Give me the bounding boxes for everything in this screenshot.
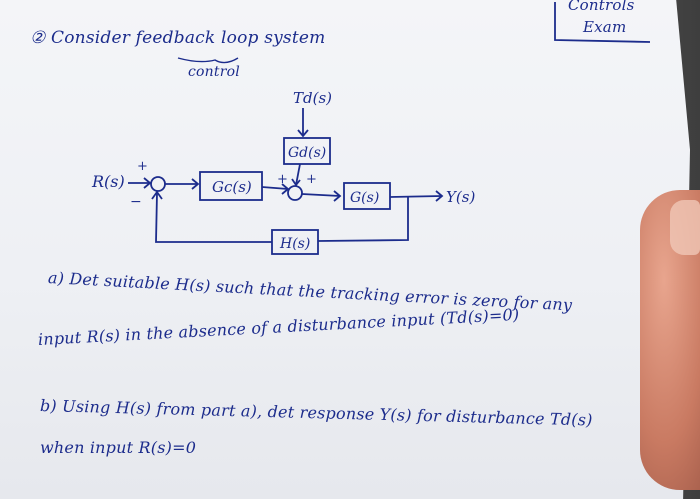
input-label: R(s) (91, 172, 125, 191)
question-b-line2: when input R(s)=0 (40, 438, 197, 457)
thumbnail (670, 200, 700, 255)
block-g-label: G(s) (350, 190, 379, 206)
insertion-mark (177, 57, 239, 64)
summing-junction-1 (150, 176, 166, 192)
block-gd-label: Gd(s) (288, 145, 326, 161)
block-gc (199, 171, 263, 201)
sum1-minus: − (130, 194, 142, 210)
corner-note-line2: Exam (583, 18, 627, 36)
corner-bracket (554, 2, 651, 43)
block-gd (283, 137, 331, 165)
block-g (343, 182, 391, 210)
summing-junction-2 (287, 185, 303, 201)
sum2-plus-left: + (277, 172, 288, 187)
corner-note-line1: Controls (568, 0, 635, 14)
block-gc-label: Gc(s) (212, 178, 252, 196)
disturbance-label: Td(s) (293, 89, 332, 107)
sum1-plus: + (137, 159, 148, 174)
output-label: Y(s) (446, 188, 475, 206)
sum2-plus-top: + (306, 172, 317, 187)
problem-heading: ② Consider feedback loop system (30, 28, 326, 48)
block-h-label: H(s) (279, 236, 310, 252)
heading-insertion: control (188, 64, 240, 80)
